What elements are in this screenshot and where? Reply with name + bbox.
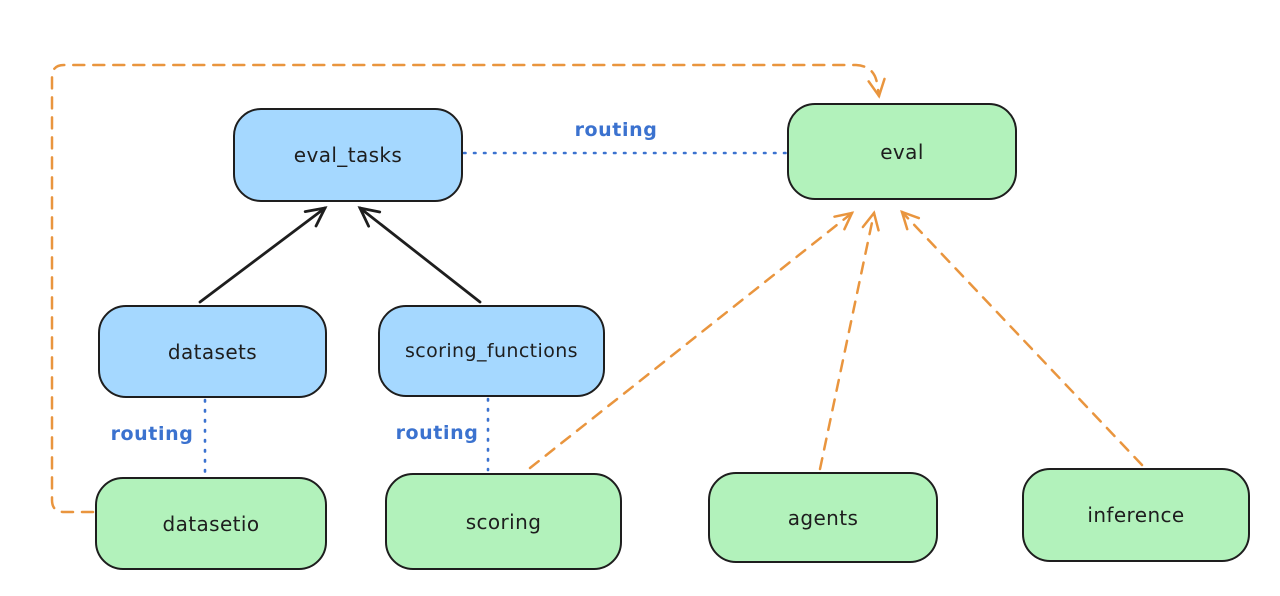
node-scoring-functions-label: scoring_functions <box>405 340 578 362</box>
node-datasetio: datasetio <box>95 477 327 570</box>
node-eval-label: eval <box>880 139 924 164</box>
node-eval: eval <box>787 103 1017 200</box>
node-datasetio-label: datasetio <box>162 511 260 536</box>
edge-scoring-functions-to-eval-tasks <box>357 206 482 304</box>
routing-label-datasets-datasetio: routing <box>110 423 194 445</box>
node-eval-tasks: eval_tasks <box>233 108 463 202</box>
node-agents: agents <box>708 472 938 563</box>
node-eval-tasks-label: eval_tasks <box>293 143 403 167</box>
node-datasets: datasets <box>98 305 327 398</box>
edge-datasets-to-eval-tasks <box>198 206 328 304</box>
node-scoring-functions: scoring_functions <box>378 305 605 397</box>
node-inference: inference <box>1022 468 1250 562</box>
node-inference-label: inference <box>1087 503 1185 527</box>
node-datasets-label: datasets <box>167 339 258 364</box>
edge-datasetio-to-eval <box>50 63 886 514</box>
node-scoring-label: scoring <box>465 509 542 534</box>
node-scoring: scoring <box>385 473 622 570</box>
edge-scoring-to-eval <box>528 211 855 470</box>
routing-label-scoring-functions-scoring: routing <box>395 422 479 444</box>
routing-label-eval-tasks-eval: routing <box>574 119 658 141</box>
node-agents-label: agents <box>787 505 859 530</box>
edge-agents-to-eval <box>818 210 880 471</box>
edge-inference-to-eval <box>900 209 1144 467</box>
